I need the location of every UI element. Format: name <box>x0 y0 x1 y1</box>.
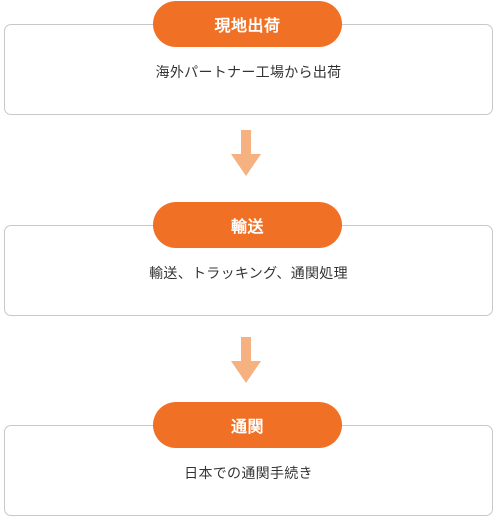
step-description: 輸送、トラッキング、通関処理 <box>149 265 348 282</box>
arrow-down-icon <box>231 337 261 383</box>
step-title-badge: 輸送 <box>153 202 342 248</box>
step-title: 通関 <box>230 417 264 436</box>
step-title-badge: 通関 <box>153 402 342 448</box>
step-description: 海外パートナー工場から出荷 <box>155 64 342 81</box>
arrow-down-icon <box>231 130 261 176</box>
step-title: 輸送 <box>230 217 264 236</box>
step-title-badge: 現地出荷 <box>153 1 342 47</box>
step-description: 日本での通関手続き <box>184 465 313 482</box>
step-title: 現地出荷 <box>214 16 281 35</box>
